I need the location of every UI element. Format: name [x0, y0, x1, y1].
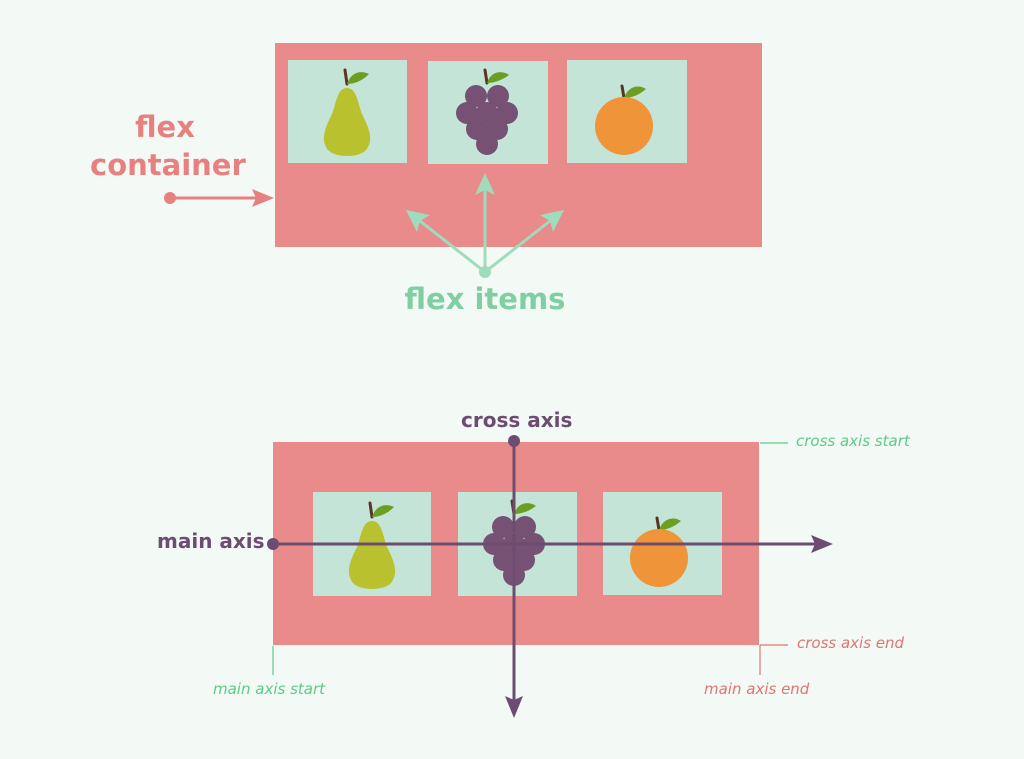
edge-guides: [272, 442, 788, 675]
cross-axis-end-label: cross axis end: [797, 634, 905, 652]
main-axis-arrow: [267, 535, 833, 553]
main-axis-start-label: main axis start: [213, 680, 326, 698]
main-axis-label: main axis: [157, 529, 265, 553]
flex-container-label-line1: flex: [135, 110, 195, 144]
flex-container-label-line2: container: [90, 148, 246, 182]
flex-items-label: flex items: [404, 282, 566, 316]
flex-container-label: flex container: [90, 108, 246, 184]
cross-axis-label: cross axis: [461, 408, 573, 432]
flex-items-arrows: [406, 173, 564, 278]
cross-axis-start-label: cross axis start: [796, 432, 910, 450]
container-arrow: [164, 189, 274, 207]
cross-axis-arrow: [505, 435, 523, 718]
main-axis-end-label: main axis end: [704, 680, 810, 698]
